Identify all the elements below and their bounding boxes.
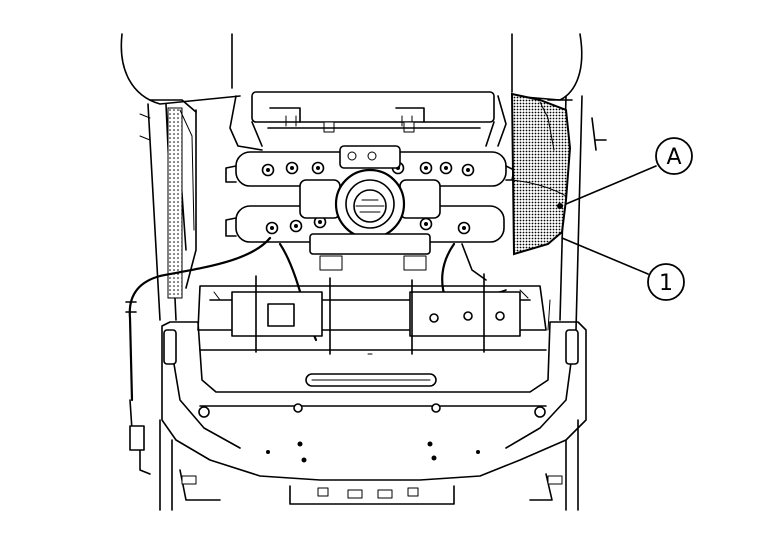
callout-1-label: 1	[659, 271, 673, 296]
lumbar-mechanism	[225, 145, 515, 271]
left-side-frame	[139, 103, 197, 321]
callout-1: 1	[561, 237, 685, 301]
seat-cushion-pan	[161, 321, 587, 481]
upper-cross-tube	[229, 91, 507, 151]
callout-a-label: A	[666, 145, 681, 170]
callout-a-circle	[655, 137, 693, 175]
wiring-harness	[125, 236, 507, 475]
lower-mount-bracket	[197, 273, 547, 355]
callout-a: A	[565, 137, 693, 205]
callout-1-circle	[647, 263, 685, 301]
seatback-cushion	[120, 33, 583, 113]
part-1-shaded-cover	[510, 92, 572, 256]
base-rails	[159, 419, 579, 511]
